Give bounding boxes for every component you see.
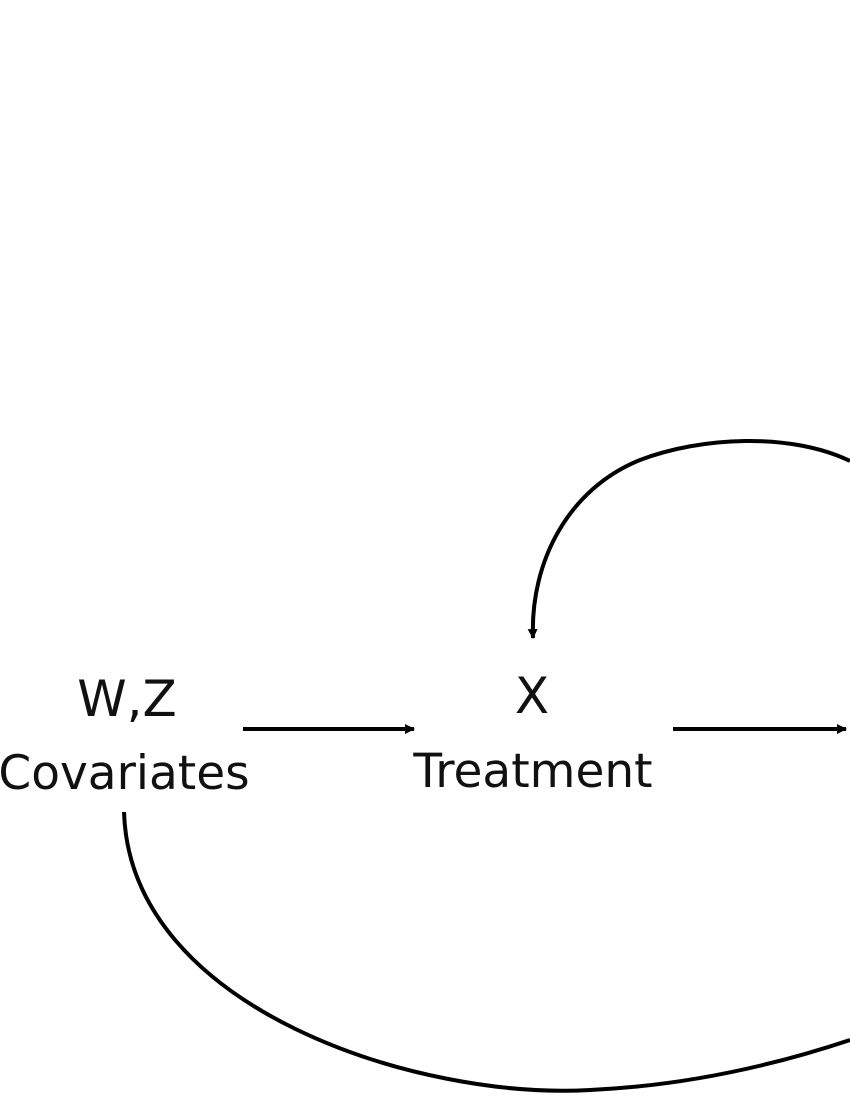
treatment-symbol: X [515,667,549,725]
covariates-symbol: W,Z [77,670,177,728]
covariates-label: Covariates [0,746,250,801]
node-covariates: W,Z Covariates [0,670,250,801]
treatment-label: Treatment [412,744,652,799]
node-treatment: X Treatment [412,667,652,799]
edge-curve-top-into-treatment [527,438,850,639]
edge-curve-bottom-from-covariates [122,811,850,1093]
